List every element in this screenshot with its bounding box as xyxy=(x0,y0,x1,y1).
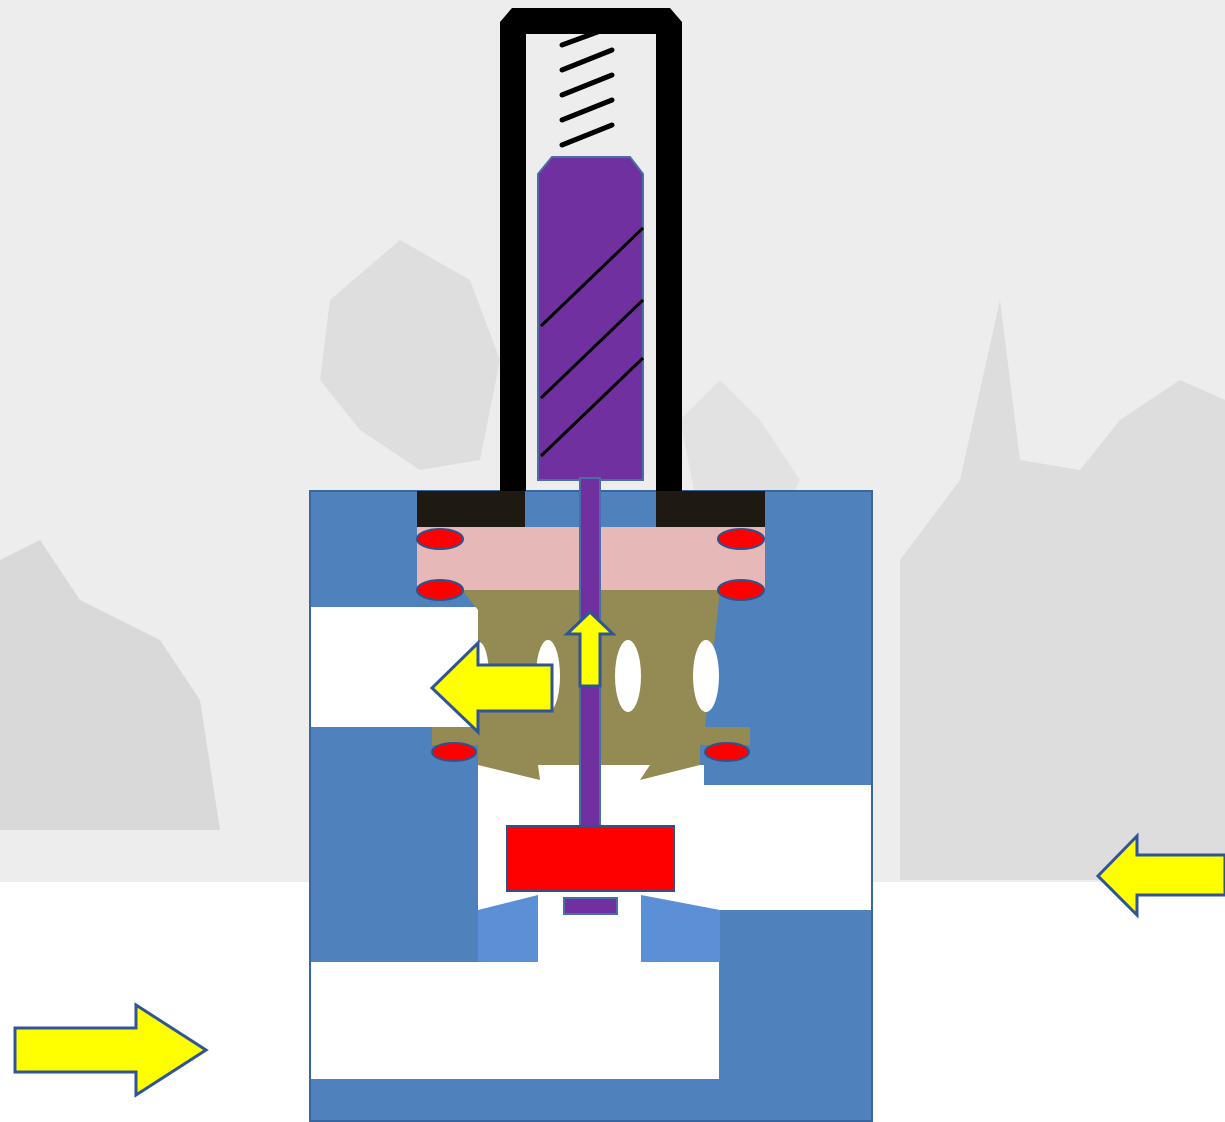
base-plate-right xyxy=(656,491,765,527)
seat-guide-pin xyxy=(564,898,617,914)
base-plate-left xyxy=(417,491,525,527)
o-ring xyxy=(705,743,749,761)
o-ring xyxy=(718,580,764,600)
cage-port xyxy=(693,640,719,712)
o-ring xyxy=(718,529,764,549)
right-upper-passage xyxy=(680,785,871,910)
cage-port xyxy=(615,640,641,712)
inlet-port-passage xyxy=(311,962,719,1079)
o-ring xyxy=(417,580,463,600)
plunger xyxy=(538,157,643,480)
valve-seat-disc xyxy=(507,826,674,891)
o-ring xyxy=(417,529,463,549)
inlet-arrow xyxy=(15,1005,206,1095)
o-ring xyxy=(432,743,476,761)
